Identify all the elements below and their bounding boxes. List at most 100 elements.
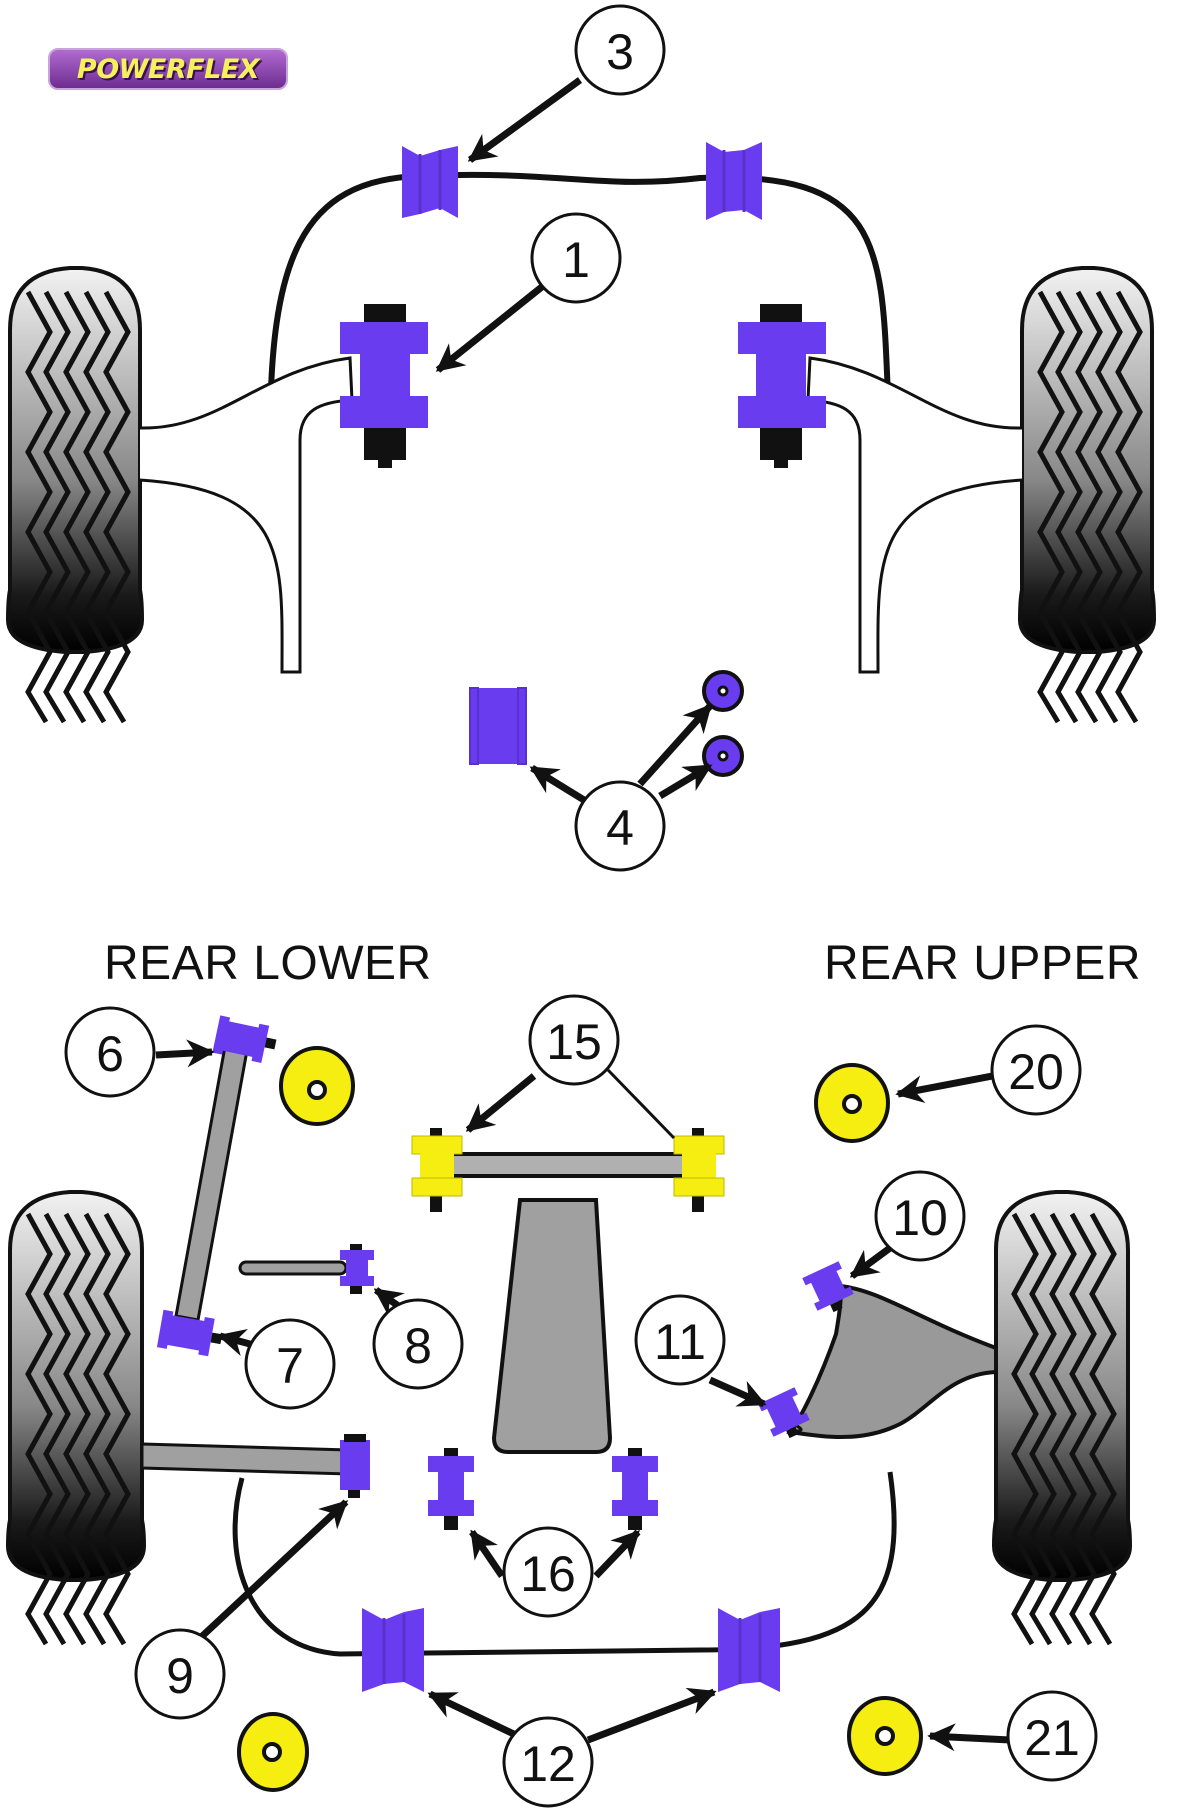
callout-circle bbox=[634, 1294, 726, 1386]
rear-diagonal-link bbox=[174, 1028, 252, 1322]
bush-12-right bbox=[718, 1608, 780, 1692]
callout-circle bbox=[134, 1628, 226, 1720]
callout-9: 9 bbox=[134, 1628, 226, 1720]
front-right-arm bbox=[806, 356, 1023, 674]
callout-number: 7 bbox=[276, 1338, 304, 1394]
bush-10 bbox=[802, 1261, 854, 1313]
bush-round-yellow-lower-bottom bbox=[237, 1712, 309, 1792]
arrow-4-link bbox=[529, 765, 586, 803]
callout-3: 3 bbox=[574, 4, 666, 96]
callout-circle bbox=[372, 1298, 464, 1390]
leader-15-right bbox=[606, 1068, 676, 1140]
callout-circle bbox=[502, 1526, 594, 1618]
rear-centre-mount bbox=[491, 1198, 613, 1454]
callout-circle bbox=[1006, 1690, 1098, 1782]
callout-group: 3 1 4 6 15 20 10 7 8 11 16 9 12 21 bbox=[64, 4, 1098, 1808]
callout-number: 20 bbox=[1008, 1044, 1064, 1100]
arrow-11 bbox=[708, 1376, 767, 1408]
callout-number: 8 bbox=[404, 1318, 432, 1374]
rear-short-link bbox=[238, 1260, 348, 1276]
bush-20 bbox=[814, 1063, 890, 1143]
bush-1-left bbox=[340, 304, 428, 468]
bush-15-right bbox=[673, 1128, 725, 1212]
rear-anti-roll-bar bbox=[232, 1471, 897, 1657]
bush-11 bbox=[758, 1387, 810, 1439]
arrow-20 bbox=[895, 1072, 993, 1104]
front-left-tyre bbox=[5, 266, 145, 722]
callout-12: 12 bbox=[502, 1716, 594, 1808]
callout-7: 7 bbox=[244, 1318, 336, 1410]
callout-15: 15 bbox=[528, 994, 620, 1086]
callout-number: 4 bbox=[606, 800, 634, 856]
callout-20: 20 bbox=[990, 1024, 1082, 1116]
arrow-16-left bbox=[469, 1529, 505, 1578]
section-label-rear-lower: REAR LOWER bbox=[104, 937, 432, 990]
callout-circle bbox=[530, 212, 622, 304]
arrow-1 bbox=[435, 279, 551, 373]
callout-circle bbox=[574, 4, 666, 96]
bush-12-left bbox=[362, 1608, 424, 1692]
rear-upper-arm bbox=[786, 1283, 998, 1439]
rear-crossbar bbox=[446, 1152, 686, 1178]
callout-number: 3 bbox=[606, 24, 634, 80]
bush-4-round-top bbox=[702, 670, 744, 712]
callout-circle bbox=[528, 994, 620, 1086]
arrow-3 bbox=[467, 77, 583, 163]
arrow-9 bbox=[195, 1499, 349, 1643]
callout-4: 4 bbox=[574, 780, 666, 872]
callout-number: 10 bbox=[892, 1190, 948, 1246]
callout-number: 1 bbox=[562, 232, 590, 288]
callout-number: 12 bbox=[520, 1736, 576, 1792]
bush-16-left bbox=[428, 1448, 474, 1530]
bush-6 bbox=[212, 1015, 277, 1063]
bush-16-right bbox=[612, 1448, 658, 1530]
arrow-6 bbox=[155, 1039, 215, 1068]
callout-8: 8 bbox=[372, 1298, 464, 1390]
arrow-7 bbox=[217, 1328, 251, 1357]
callout-number: 15 bbox=[546, 1014, 602, 1070]
bush-3-right bbox=[706, 142, 762, 220]
callout-number: 9 bbox=[166, 1648, 194, 1704]
callout-circle bbox=[244, 1318, 336, 1410]
callout-6: 6 bbox=[64, 1006, 156, 1098]
front-anti-roll-bar bbox=[267, 171, 893, 441]
front-right-tyre bbox=[1017, 266, 1157, 722]
callout-11: 11 bbox=[634, 1294, 726, 1386]
callout-1: 1 bbox=[530, 212, 622, 304]
powerflex-logo: POWERFLEX bbox=[48, 48, 288, 90]
callout-circle bbox=[502, 1716, 594, 1808]
logo-text: POWERFLEX bbox=[76, 53, 260, 85]
section-label-rear-upper: REAR UPPER bbox=[824, 937, 1142, 990]
callout-circle bbox=[574, 780, 666, 872]
callout-16: 16 bbox=[502, 1526, 594, 1618]
rear-trailing-arm bbox=[140, 1442, 350, 1476]
bush-1-right bbox=[738, 304, 826, 468]
bush-15-left bbox=[411, 1128, 463, 1212]
callout-number: 16 bbox=[520, 1546, 576, 1602]
callout-21: 21 bbox=[1006, 1690, 1098, 1782]
callout-number: 6 bbox=[96, 1026, 124, 1082]
rear-left-tyre bbox=[5, 1190, 147, 1644]
bush-9 bbox=[340, 1434, 370, 1498]
bush-4-link bbox=[469, 687, 527, 765]
bush-21 bbox=[847, 1696, 923, 1776]
bush-8 bbox=[340, 1244, 374, 1294]
leader-arrows bbox=[155, 77, 1011, 1752]
bush-4-round-bottom bbox=[702, 735, 744, 777]
rear-right-tyre bbox=[991, 1190, 1133, 1644]
front-left-arm bbox=[139, 356, 354, 674]
callout-number: 11 bbox=[654, 1314, 706, 1370]
arrow-4-bottom bbox=[658, 762, 713, 800]
callout-circle bbox=[64, 1006, 156, 1098]
callout-circle bbox=[990, 1024, 1082, 1116]
arrow-15-left bbox=[465, 1073, 537, 1133]
arrow-12-right bbox=[586, 1687, 717, 1744]
bush-round-yellow-lower-top bbox=[279, 1046, 355, 1126]
arrow-16-right bbox=[593, 1529, 641, 1579]
arrow-12-left bbox=[427, 1690, 520, 1740]
callout-number: 21 bbox=[1024, 1710, 1080, 1766]
bush-3-left bbox=[402, 146, 458, 218]
arrow-10 bbox=[849, 1245, 893, 1279]
callout-circle bbox=[874, 1170, 966, 1262]
